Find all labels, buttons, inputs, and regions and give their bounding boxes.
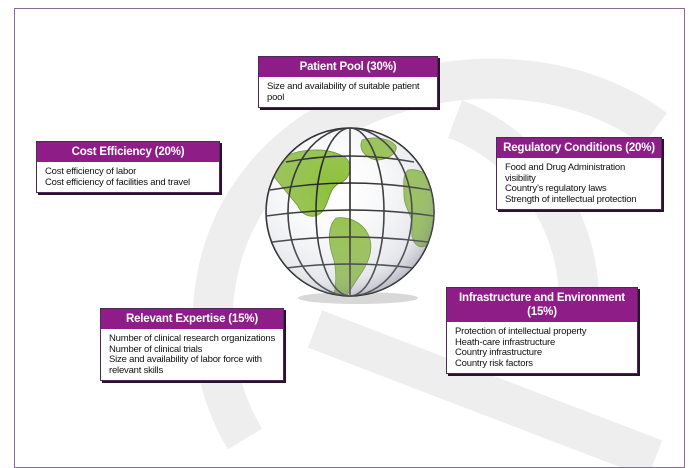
list-item: Country infrastructure: [455, 347, 542, 358]
infrastructure-title: Infrastructure and Environment (15%): [447, 288, 637, 322]
infrastructure-list: Protection of intellectual property Heat…: [447, 322, 637, 373]
list-item: Heath-care infrastructure: [455, 336, 556, 348]
list-item: Food and Drug Administration visibility: [505, 162, 626, 184]
list-item: Country risk factors: [455, 357, 533, 369]
list-item: Strength of intellectual protection: [505, 193, 637, 205]
relevant-expertise-title: Relevant Expertise (15%): [101, 309, 283, 329]
list-item: Size and availability of suitable patien…: [267, 81, 420, 103]
patient-pool-box: Patient Pool (30%) Size and availability…: [258, 56, 438, 108]
list-item: Cost efficiency of labor: [45, 166, 137, 177]
list-item: Number of clinical research organization…: [109, 333, 276, 344]
patient-pool-title: Patient Pool (30%): [259, 57, 437, 77]
list-item: Size and availability of labor force wit…: [109, 354, 262, 376]
regulatory-conditions-list: Food and Drug Administration visibility …: [497, 158, 661, 209]
patient-pool-list: Size and availability of suitable patien…: [259, 77, 437, 107]
infrastructure-box: Infrastructure and Environment (15%) Pro…: [446, 287, 638, 374]
list-item: Number of clinical trials: [109, 343, 203, 355]
cost-efficiency-box: Cost Efficiency (20%) Cost efficiency of…: [36, 141, 220, 193]
list-item: Cost efficiency of facilities and travel: [45, 176, 190, 188]
cost-efficiency-title: Cost Efficiency (20%): [37, 142, 219, 162]
cost-efficiency-list: Cost efficiency of labor Cost efficiency…: [37, 162, 219, 192]
globe-icon: [265, 127, 435, 304]
list-item: Protection of intellectual property: [455, 326, 587, 337]
list-item: Country’s regulatory laws: [505, 183, 607, 194]
relevant-expertise-box: Relevant Expertise (15%) Number of clini…: [100, 308, 284, 381]
regulatory-conditions-title: Regulatory Conditions (20%): [497, 138, 661, 158]
relevant-expertise-list: Number of clinical research organization…: [101, 329, 283, 380]
regulatory-conditions-box: Regulatory Conditions (20%) Food and Dru…: [496, 137, 662, 210]
